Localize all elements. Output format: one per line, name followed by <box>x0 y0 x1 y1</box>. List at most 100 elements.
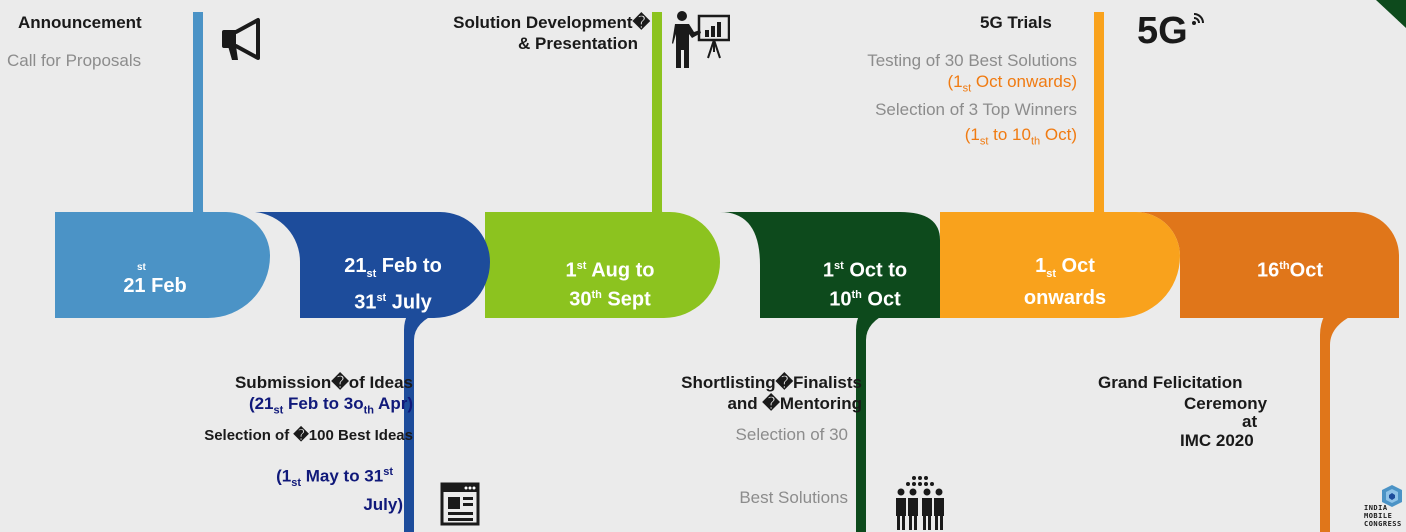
submission-block: Submission�of Ideas (21st Feb to 3oth Ap… <box>100 372 413 515</box>
shortlisting-line3: Selection of 30 <box>735 425 848 444</box>
imc-line2: MOBILE <box>1364 512 1393 520</box>
stage-5-date: 1st Oct onwards <box>990 254 1140 310</box>
segment-21-feb <box>55 212 270 318</box>
submission-date2-line2: July) <box>363 495 403 515</box>
announcement-title: Announcement <box>18 13 142 32</box>
submission-title: Submission�of Ideas <box>234 373 413 392</box>
submission-date2: (1st May to 31st <box>100 462 413 494</box>
stage-2-l1sub: st <box>366 268 377 280</box>
felicitation-line4: IMC 2020 <box>1180 431 1254 450</box>
sub-d1c: Apr) <box>373 394 413 413</box>
trials-line1: Testing of 30 Best Solutions <box>867 51 1077 70</box>
sub-d2sub: st <box>291 477 302 490</box>
sub-d1sub1: st <box>273 404 284 417</box>
solution-line1: Solution Development� <box>453 13 650 32</box>
document-icon <box>440 482 480 526</box>
stage-2-date: 21st Feb to 31st July <box>318 254 468 315</box>
stage-4-l1sup: st <box>834 260 844 272</box>
5g-signal-icon: 5G <box>1137 10 1204 53</box>
shortlisting-block: Shortlisting�Finalists and �Mentoring Se… <box>580 372 862 508</box>
felicitation-line1: Grand Felicitation <box>1098 373 1243 392</box>
presenter-icon <box>672 11 730 68</box>
sub-d2a: (1 <box>276 467 292 487</box>
stage-1-sup: st <box>137 262 146 273</box>
trials-title: 5G Trials <box>980 13 1052 32</box>
stage-4-l2b: Oct <box>861 288 901 311</box>
stage-3-l1a: 1 <box>565 259 577 282</box>
segment-feb-july <box>255 212 490 318</box>
stem-solution <box>652 12 690 232</box>
stage-5-l2: onwards <box>1023 287 1107 309</box>
sub-d1a: (21 <box>248 394 274 413</box>
shortlisting-line4: Best Solutions <box>739 488 848 507</box>
stem-shortlisting <box>856 300 890 532</box>
stage-2-l1a: 21 <box>344 255 367 277</box>
5g-logo-text: 5G <box>1137 10 1188 52</box>
stage-4-l1a: 1 <box>822 259 834 282</box>
trials-l4sub1: st <box>979 135 989 148</box>
submission-date1: (21st Feb to 3oth Apr) <box>100 393 413 421</box>
stage-3-l1sup: st <box>576 260 587 272</box>
stage-4-l2a: 10 <box>829 288 852 311</box>
stage-3-l2b: Sept <box>601 288 651 311</box>
sub-d2sup: st <box>383 466 393 479</box>
stage-6-day: 16 <box>1257 259 1280 282</box>
stem-felicitation <box>1320 300 1360 532</box>
stage-5-l1sub: st <box>1046 268 1056 280</box>
stage-1-day: 21 <box>123 275 146 297</box>
stage-2-l2b: July <box>386 291 432 314</box>
submission-selection: Selection of �100 Best Ideas <box>204 427 413 445</box>
sub-d1b: Feb to 3o <box>283 394 364 413</box>
imc-line1: INDIA <box>1364 504 1388 512</box>
imc-logo-icon: INDIA MOBILE CONGRESS <box>1364 484 1406 530</box>
imc-line3: CONGRESS <box>1364 520 1402 528</box>
trials-l2b: Oct onwards) <box>971 72 1077 91</box>
felicitation-block: Grand Felicitation Ceremony at IMC 2020 <box>1090 372 1290 451</box>
trials-l2a: (1 <box>947 72 963 91</box>
trials-l2sub: st <box>962 82 972 95</box>
stem-trials <box>1094 12 1130 232</box>
stage-1-month: Feb <box>145 275 187 297</box>
trials-l4sub2: th <box>1030 135 1041 148</box>
felicitation-line2: Ceremony <box>1184 394 1268 413</box>
stage-2-l2sup: st <box>376 292 387 304</box>
stage-6-sup: th <box>1279 260 1290 272</box>
stage-5-l1b: Oct <box>1056 255 1095 277</box>
segment-16-oct <box>1136 212 1399 318</box>
stage-4-l1b: Oct to <box>843 259 908 282</box>
solution-line2: & Presentation <box>518 34 638 53</box>
segment-aug-sept <box>485 212 720 318</box>
megaphone-icon <box>222 18 260 60</box>
sub-d1sub2: th <box>363 404 374 417</box>
trials-l4a: (1 <box>964 125 980 145</box>
stage-1-date: st 21 Feb <box>90 262 220 298</box>
stage-3-l2a: 30 <box>569 288 592 311</box>
shortlisting-line2: and �Mentoring <box>727 394 862 413</box>
stage-3-date: 1st Aug to 30th Sept <box>535 254 685 311</box>
stage-3-l1b: Aug to <box>586 259 655 282</box>
trials-line3: Selection of 3 Top Winners <box>875 100 1077 120</box>
trials-details: Testing of 30 Best Solutions (1st Oct on… <box>780 50 1077 153</box>
stage-2-l2a: 31 <box>354 291 377 314</box>
felicitation-line3: at <box>1242 412 1258 431</box>
stem-announcement <box>193 12 230 232</box>
stage-2-l1b: Feb to <box>376 255 442 277</box>
stage-6-date: 16thOct <box>1215 254 1365 283</box>
trials-l4b: to 10 <box>988 125 1031 145</box>
team-icon <box>896 476 944 530</box>
trials-l4c: Oct) <box>1040 125 1077 145</box>
stage-4-l2sup: th <box>851 288 862 301</box>
segment-1-10-oct <box>720 212 940 318</box>
stage-6-month: Oct <box>1289 259 1323 282</box>
solution-title: Solution Development� & Presentation <box>380 12 650 54</box>
trials-line2: (1st Oct onwards) <box>780 71 1078 99</box>
stem-submission <box>404 300 440 532</box>
segment-1-oct-onwards <box>940 212 1180 318</box>
announcement-subtitle: Call for Proposals <box>7 51 142 70</box>
sub-d2b: May to 31 <box>301 467 384 487</box>
stage-4-date: 1st Oct to 10th Oct <box>790 254 940 311</box>
trials-line4: (1st to 10th Oct) <box>780 124 1077 152</box>
stage-3-l2sup: th <box>591 288 602 301</box>
corner-accent <box>1376 0 1406 28</box>
